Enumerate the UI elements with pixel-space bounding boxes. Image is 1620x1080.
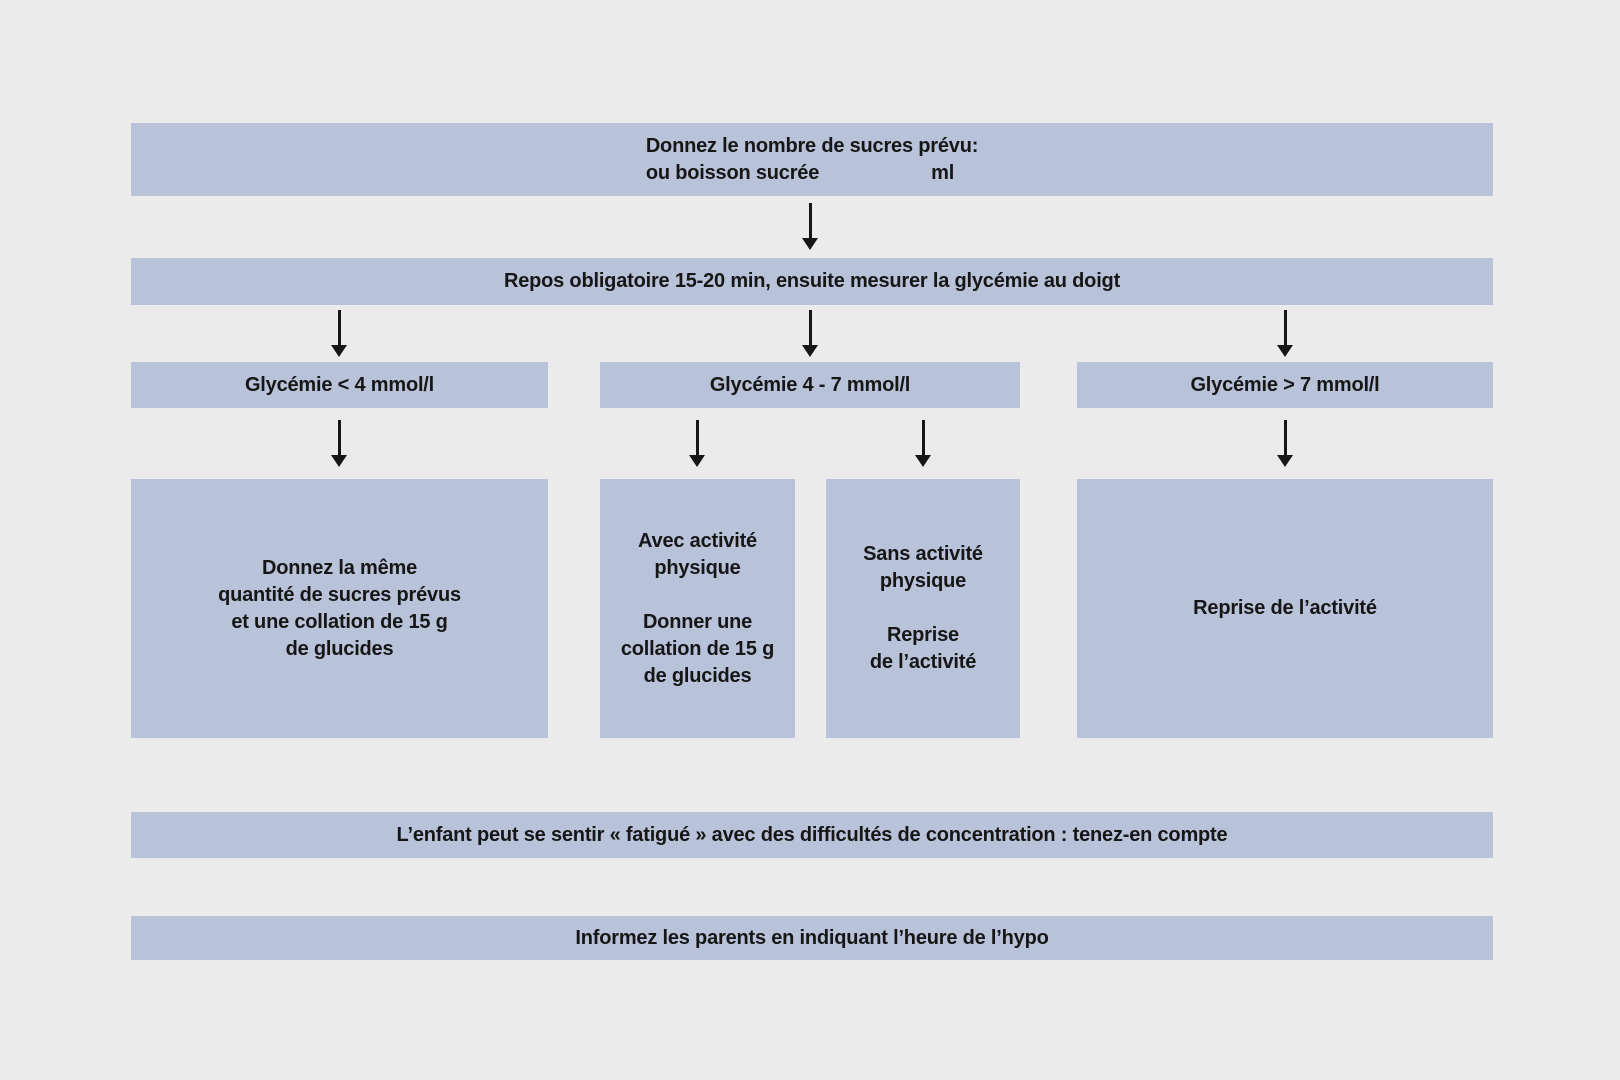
header-glycemia-low-label: Glycémie < 4 mmol/l — [244, 373, 435, 396]
step1-line2-unit: ml — [931, 161, 955, 184]
arrow-down-icon — [802, 203, 818, 250]
action-low-line: quantité de sucres prévus — [218, 583, 461, 606]
note-fatigue-label: L’enfant peut se sentir « fatigué » avec… — [396, 823, 1228, 846]
arrow-down-icon — [689, 420, 705, 467]
action-low-line: de glucides — [285, 637, 394, 660]
step1-line1: Donnez le nombre de sucres prévu: — [645, 134, 979, 157]
action-high-label: Reprise de l’activité — [1193, 597, 1377, 619]
action-with-activity-line: Donner une — [642, 610, 753, 633]
action-without-activity-line: Reprise — [887, 624, 959, 646]
header-glycemia-low: Glycémie < 4 mmol/l — [131, 362, 548, 408]
action-with-activity-line: de glucides — [643, 664, 752, 687]
note-inform-parents-label: Informez les parents en indiquant l’heur… — [575, 926, 1049, 949]
note-fatigue-bar: L’enfant peut se sentir « fatigué » avec… — [131, 812, 1493, 858]
arrow-down-icon — [331, 310, 347, 357]
note-inform-parents-bar: Informez les parents en indiquant l’heur… — [131, 916, 1493, 960]
step2-rest-box: Repos obligatoire 15-20 min, ensuite mes… — [131, 258, 1493, 305]
arrow-down-icon — [802, 310, 818, 357]
header-glycemia-high-label: Glycémie > 7 mmol/l — [1190, 373, 1380, 396]
action-without-activity-line: physique — [879, 570, 967, 592]
action-with-activity-line: collation de 15 g — [620, 637, 775, 660]
action-with-activity-line — [621, 582, 774, 609]
action-with-activity-box: Avec activité physique Donner une collat… — [600, 479, 795, 738]
arrow-down-icon — [331, 420, 347, 467]
action-low-line: Donnez la même — [261, 556, 418, 579]
header-glycemia-mid-label: Glycémie 4 - 7 mmol/l — [709, 373, 911, 396]
action-without-activity-line — [863, 595, 983, 622]
action-without-activity-line: de l’activité — [869, 651, 977, 673]
arrow-down-icon — [1277, 310, 1293, 357]
action-with-activity-line: physique — [654, 556, 741, 579]
action-low-glycemia-box: Donnez la même quantité de sucres prévus… — [131, 479, 548, 738]
header-glycemia-mid: Glycémie 4 - 7 mmol/l — [600, 362, 1020, 408]
step2-label: Repos obligatoire 15-20 min, ensuite mes… — [503, 270, 1121, 292]
header-glycemia-high: Glycémie > 7 mmol/l — [1077, 362, 1493, 408]
arrow-down-icon — [1277, 420, 1293, 467]
action-without-activity-line: Sans activité — [863, 543, 983, 565]
action-without-activity-box: Sans activité physique Reprise de l’acti… — [826, 479, 1020, 738]
action-low-line: et une collation de 15 g — [231, 610, 448, 633]
arrow-down-icon — [915, 420, 931, 467]
action-high-glycemia-box: Reprise de l’activité — [1077, 479, 1493, 738]
step1-sugar-box: Donnez le nombre de sucres prévu: ou boi… — [131, 123, 1493, 196]
step1-line2-left: ou boisson sucrée — [645, 161, 820, 184]
step1-line2: ou boisson sucrée ml — [646, 160, 978, 187]
action-with-activity-line: Avec activité — [638, 529, 757, 552]
